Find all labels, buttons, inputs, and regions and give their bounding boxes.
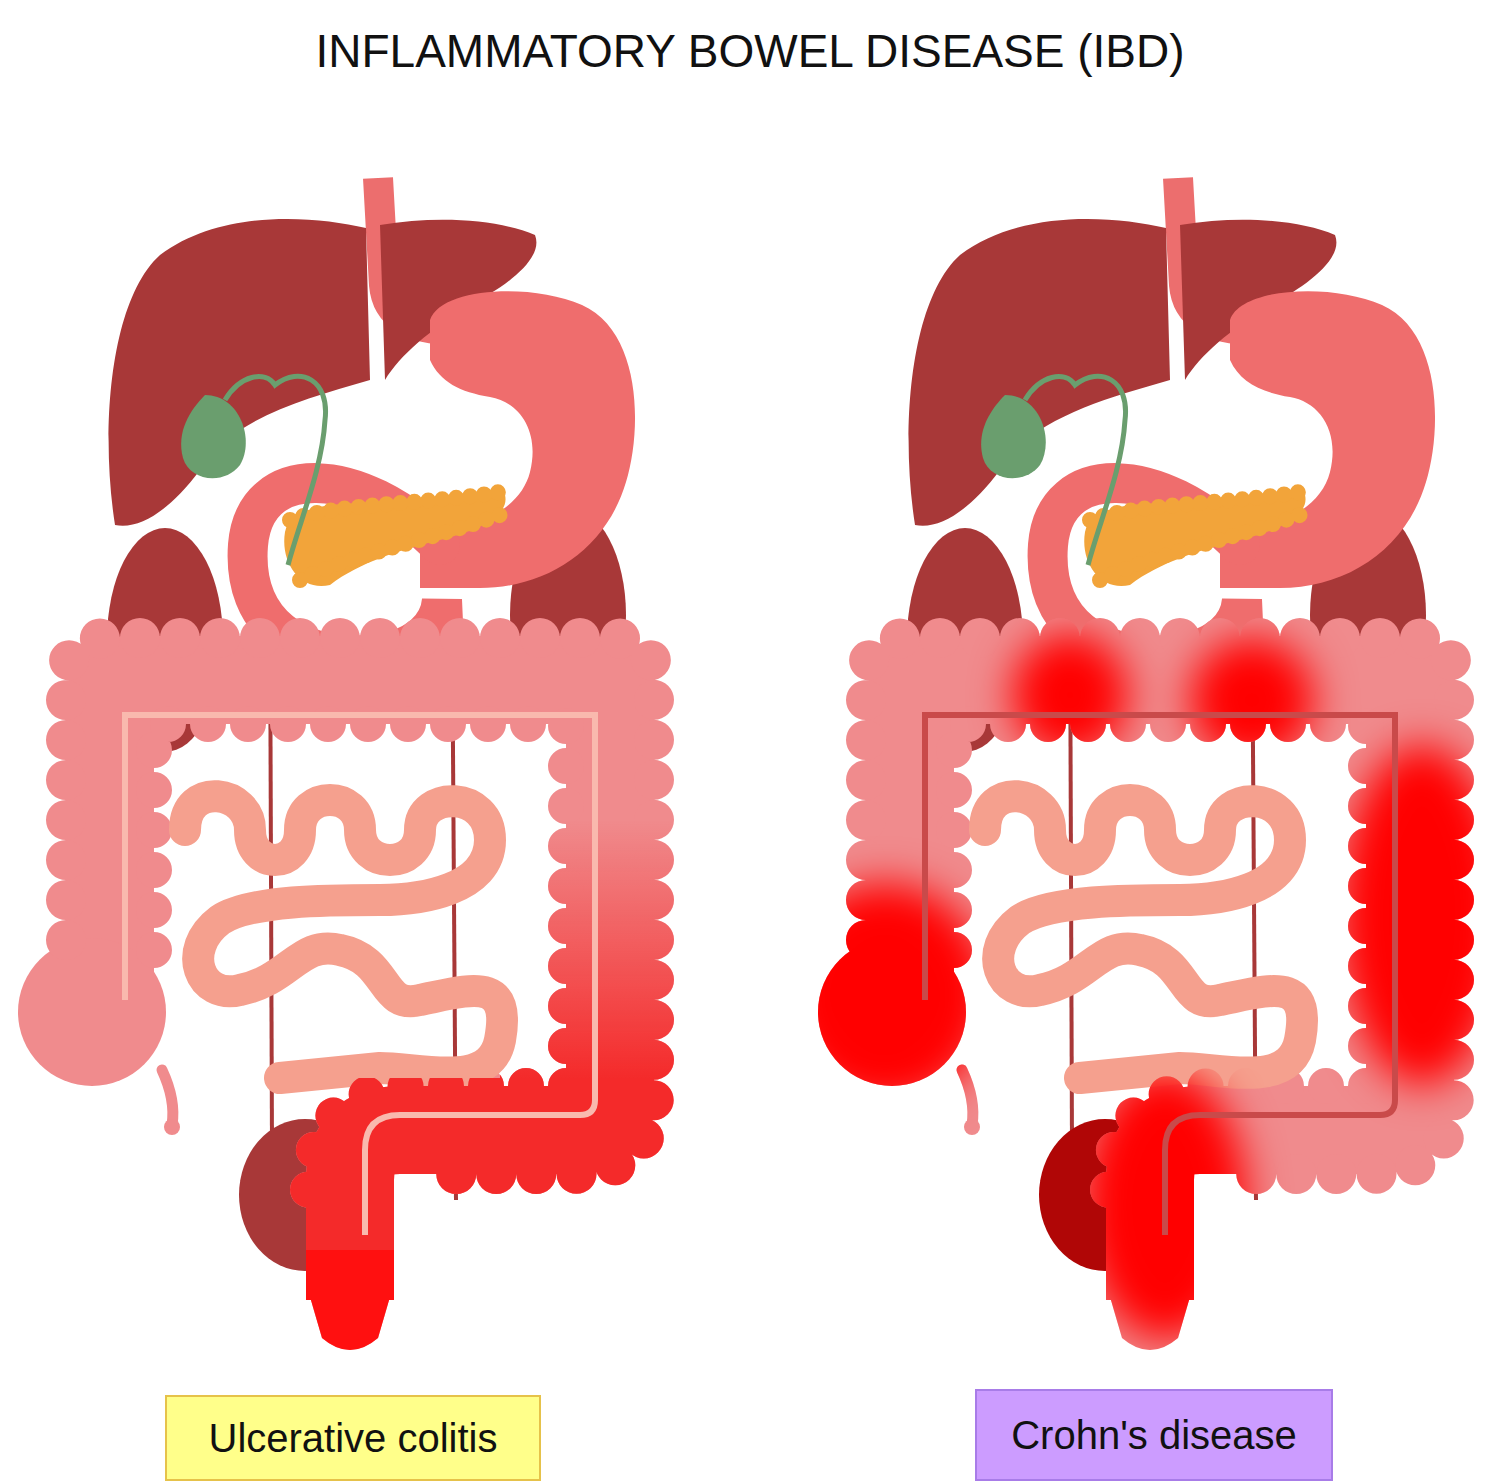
label-box: Crohn's disease <box>975 1389 1333 1481</box>
colon-lumen-line <box>925 715 1395 1235</box>
ulcerative-colitis-figure <box>18 178 770 1408</box>
box-label: Ulcerative colitis <box>209 1416 498 1460</box>
inflammation <box>780 633 1500 1340</box>
inflammation <box>250 800 770 1408</box>
crohns-disease-figure <box>780 178 1500 1350</box>
small-intestine <box>985 796 1302 1078</box>
small-intestine <box>185 796 502 1078</box>
label-box: Ulcerative colitis <box>165 1395 541 1481</box>
box-label: Crohn's disease <box>1011 1413 1297 1457</box>
diagram-title: INFLAMMATORY BOWEL DISEASE (IBD) <box>0 24 1500 79</box>
colon-lumen-line <box>125 715 595 1235</box>
